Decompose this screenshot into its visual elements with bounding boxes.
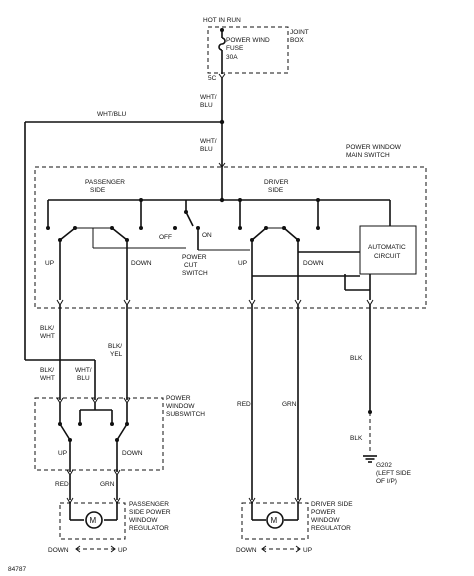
svg-text:BLU: BLU [200,102,213,109]
ground-icon [363,455,377,463]
svg-text:POWER WINDOW: POWER WINDOW [346,144,402,151]
svg-text:PASSENGER: PASSENGER [129,501,169,508]
svg-text:G202: G202 [376,462,392,469]
svg-text:UP: UP [118,547,127,554]
svg-text:REGULATOR: REGULATOR [311,525,351,532]
svg-text:UP: UP [238,260,247,267]
svg-text:SIDE: SIDE [90,187,106,194]
svg-text:YEL: YEL [110,351,123,358]
svg-text:UP: UP [303,547,312,554]
svg-text:AUTOMATIC: AUTOMATIC [368,244,406,251]
passenger-motor-icon: M [85,511,103,529]
svg-text:BLK: BLK [350,355,363,362]
svg-text:DOWN: DOWN [122,450,143,457]
svg-text:POWER: POWER [182,254,207,261]
svg-text:SIDE: SIDE [268,187,284,194]
svg-text:UP: UP [45,260,54,267]
svg-text:(LEFT SIDE: (LEFT SIDE [376,470,412,477]
svg-text:UP: UP [58,450,67,457]
connector-5c-label: 5C [208,75,217,82]
svg-text:SUBSWITCH: SUBSWITCH [166,411,205,418]
svg-text:PASSENGER: PASSENGER [85,179,125,186]
svg-text:DRIVER SIDE: DRIVER SIDE [311,501,353,508]
svg-text:M: M [271,516,278,525]
svg-text:BLK/: BLK/ [108,343,122,350]
wht-blu-left-label: WHT/BLU [97,111,127,118]
figure-number: 84787 [8,566,26,573]
fuse-label-line1: POWER WIND [226,37,270,44]
fuse-rating-label: 30A [226,54,238,61]
svg-text:WINDOW: WINDOW [129,517,158,524]
svg-text:RED: RED [55,481,69,488]
svg-text:WHT/: WHT/ [75,367,92,374]
svg-text:WHT/: WHT/ [200,94,217,101]
svg-text:CIRCUIT: CIRCUIT [374,253,400,260]
svg-text:DOWN: DOWN [48,547,69,554]
svg-text:WHT/: WHT/ [200,138,217,145]
svg-text:REGULATOR: REGULATOR [129,525,169,532]
joint-box-label-line1: JOINT [290,29,309,36]
svg-text:WINDOW: WINDOW [311,517,340,524]
svg-text:BLK: BLK [350,435,363,442]
driver-motor-icon: M [266,511,284,529]
svg-text:DRIVER: DRIVER [264,179,289,186]
passenger-regulator-box [59,502,126,540]
svg-text:CUT: CUT [184,262,197,269]
fuse-label-line2: FUSE [226,45,244,52]
svg-text:POWER: POWER [311,509,336,516]
svg-text:SIDE POWER: SIDE POWER [129,509,171,516]
svg-text:DOWN: DOWN [131,260,152,267]
svg-text:DOWN: DOWN [236,547,257,554]
svg-text:WHT: WHT [40,375,55,382]
fuse-icon [218,28,226,74]
hot-in-run-label: HOT IN RUN [203,17,241,24]
svg-text:GRN: GRN [282,401,297,408]
driver-regulator-box [241,502,309,540]
svg-text:BLK/: BLK/ [40,367,54,374]
automatic-circuit-box [359,225,417,275]
svg-text:WINDOW: WINDOW [166,403,195,410]
svg-text:RED: RED [237,401,251,408]
svg-text:MAIN SWITCH: MAIN SWITCH [346,152,390,159]
svg-text:GRN: GRN [100,481,115,488]
joint-box-label-line2: BOX [290,37,304,44]
svg-text:DOWN: DOWN [303,260,324,267]
subswitch-box [34,397,164,471]
svg-text:WHT: WHT [40,333,55,340]
svg-text:M: M [90,516,97,525]
svg-text:BLU: BLU [77,375,90,382]
svg-text:SWITCH: SWITCH [182,270,208,277]
svg-text:ON: ON [202,232,212,239]
svg-text:BLK/: BLK/ [40,325,54,332]
svg-text:OF I/P): OF I/P) [376,478,397,485]
svg-text:POWER: POWER [166,395,191,402]
svg-text:OFF: OFF [159,234,172,241]
svg-text:BLU: BLU [200,146,213,153]
main-switch-connectors [56,299,374,306]
